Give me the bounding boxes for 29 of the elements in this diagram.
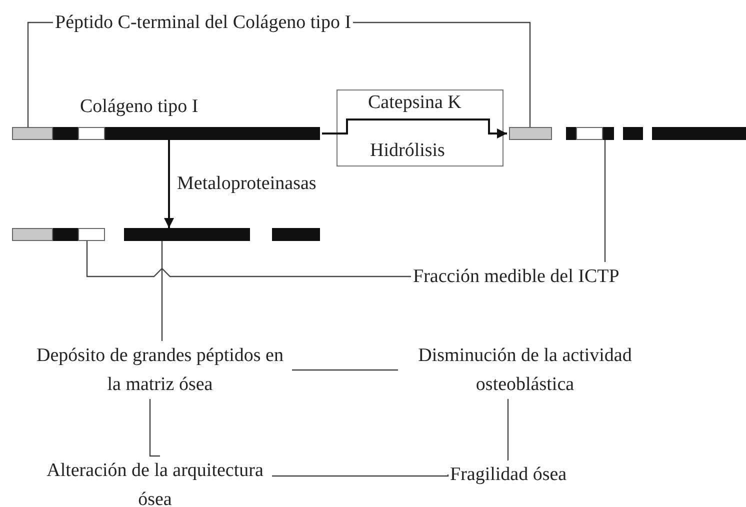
leader-line	[27, 22, 53, 127]
collagen-fragment	[272, 228, 320, 241]
text-label: Fragilidad ósea	[450, 460, 567, 489]
collagen-fragment	[509, 127, 552, 140]
edge-label: Metaloproteinasas	[177, 173, 316, 195]
text-label: Depósito de grandes péptidos en la matriz ósea	[30, 341, 290, 399]
collagen-fragment	[12, 228, 105, 241]
edge-label: Catepsina K	[368, 92, 462, 114]
leader-line	[161, 241, 163, 341]
text-label: Alteración de la arquitectura ósea	[40, 456, 270, 507]
leader-line	[272, 474, 449, 477]
text-label: Disminución de la actividad osteoblástica	[400, 341, 650, 399]
text-label: Fracción medible del ICTP	[413, 262, 620, 291]
process-label: Hidrólisis	[370, 139, 445, 163]
collagen-strand	[12, 127, 320, 140]
text-label: Péptido C-terminal del Colágeno tipo I	[55, 8, 352, 37]
collagen-fragment	[124, 228, 250, 241]
arrow	[164, 140, 174, 228]
collagen-fragment	[623, 127, 643, 140]
leader-line	[353, 22, 531, 127]
collagen-fragment	[566, 127, 614, 140]
leader-line	[604, 140, 606, 262]
part-label: Colágeno tipo I	[80, 95, 198, 119]
leader-line	[507, 399, 509, 461]
leader-line	[149, 399, 160, 457]
leader-line	[86, 241, 411, 278]
collagen-fragment	[652, 127, 746, 140]
leader-line	[292, 369, 399, 371]
arrow	[322, 118, 507, 138]
